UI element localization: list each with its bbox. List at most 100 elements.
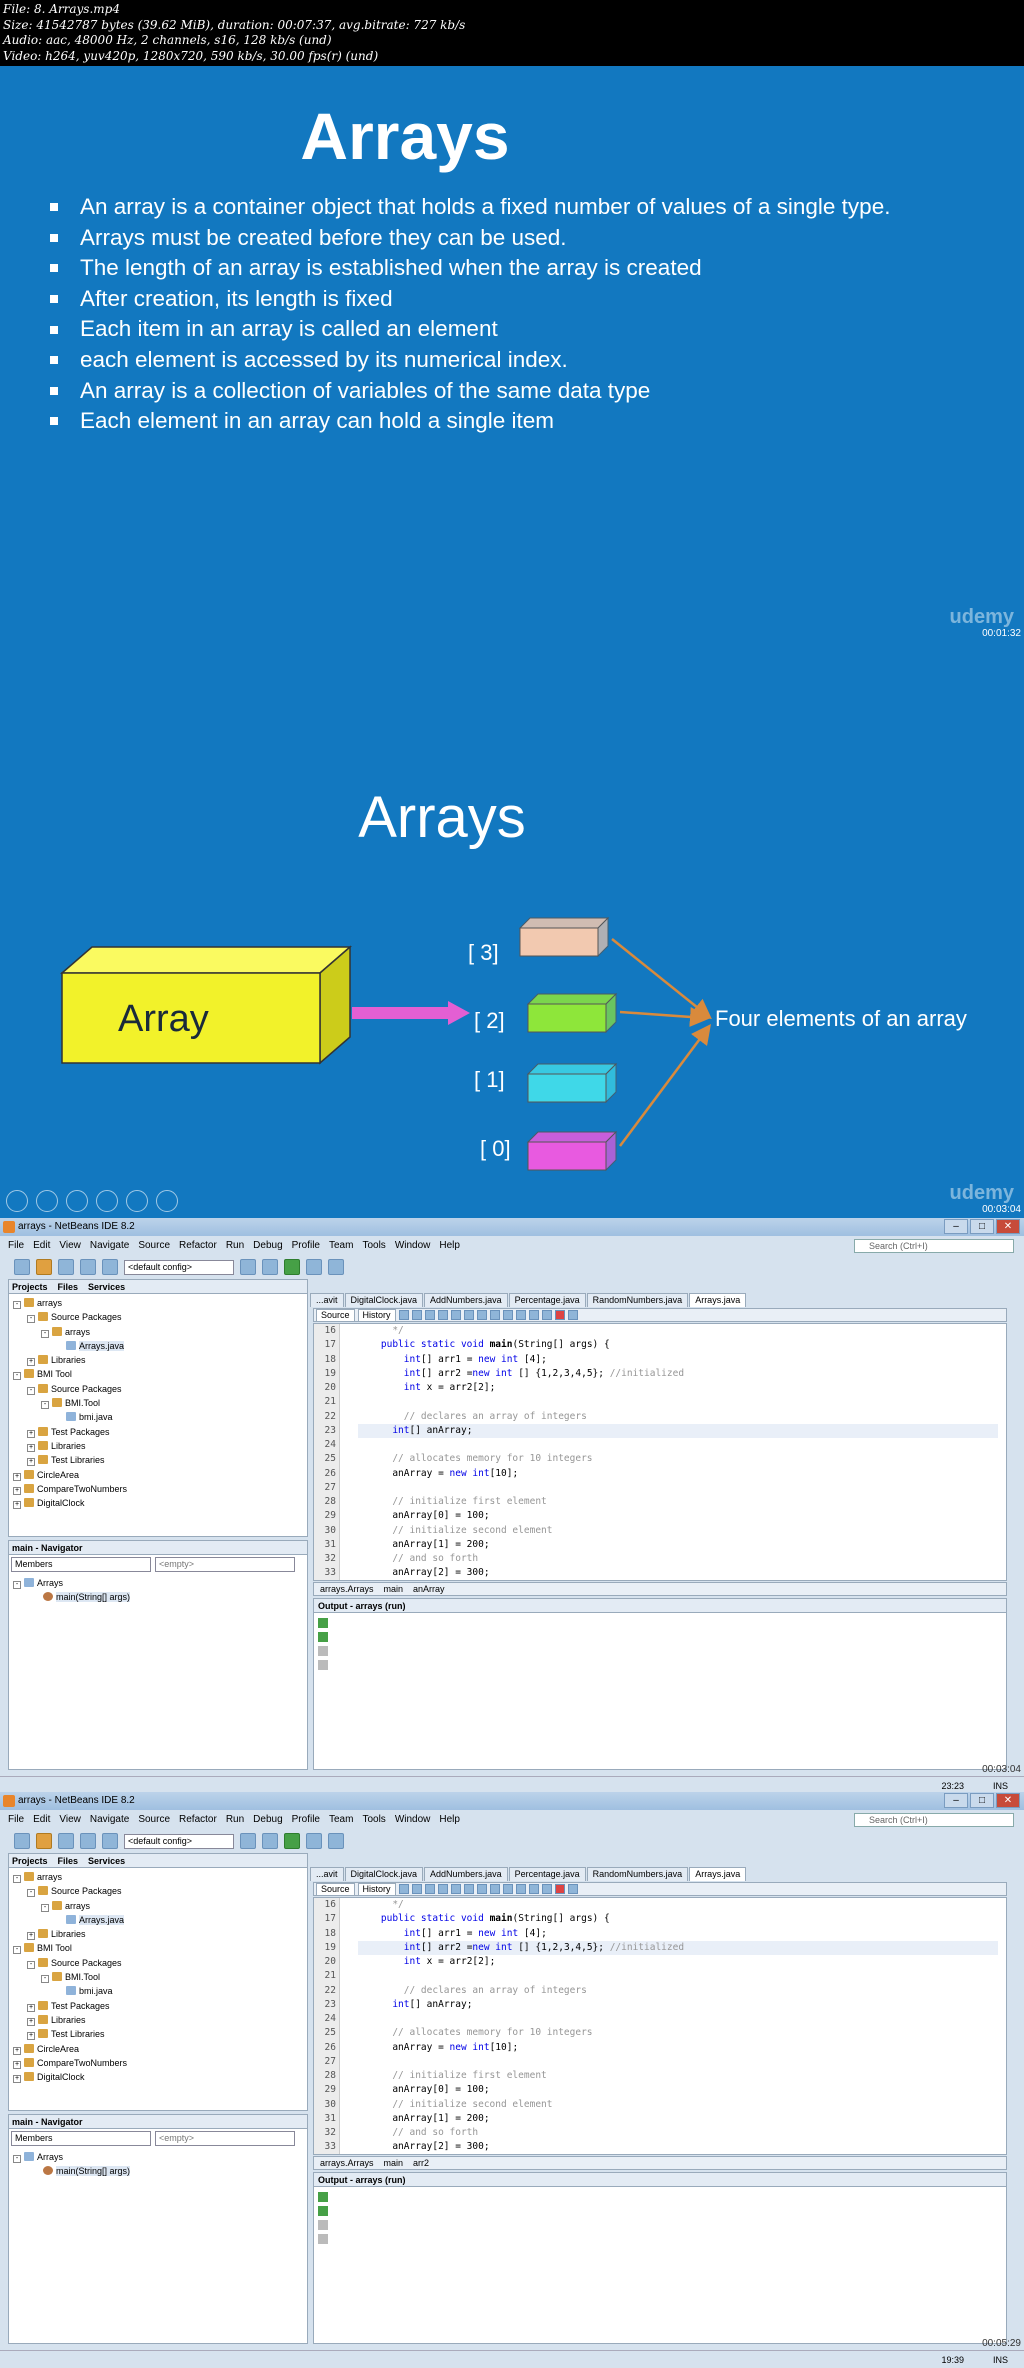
editor-tab[interactable]: AddNumbers.java [424,1867,508,1881]
tree-item[interactable]: -BMI.Tool [13,1970,303,1984]
editor-tab[interactable]: ...avit [310,1867,344,1881]
editor-tab[interactable]: Percentage.java [508,1293,586,1307]
code-line[interactable]: */ [358,1325,404,1336]
tree-item[interactable]: -Source Packages [13,1310,303,1324]
code-line[interactable]: anArray[1] = 200; [358,2112,490,2124]
pen-icon[interactable] [66,1190,88,1212]
expand-toggle-icon[interactable]: - [13,1946,21,1955]
search-input[interactable]: Search (Ctrl+I) [854,1813,1014,1827]
code-line[interactable]: // and so forth [392,1553,479,1564]
code-line[interactable]: int[] anArray; [392,1998,473,2010]
code-line[interactable]: anArray[1] = 200; [358,1538,490,1550]
tree-item[interactable]: -BMI Tool [13,1941,303,1955]
run-icon[interactable] [284,1259,300,1275]
menu-item[interactable]: Tools [362,1814,386,1825]
code-line[interactable]: // declares an array of integers [403,1410,587,1422]
navigator-method-item[interactable]: main(String[] args) [13,1590,303,1604]
code-line[interactable]: int x = arr2[2]; [403,1382,496,1393]
code-line[interactable]: // initialize first element [392,1496,547,1507]
history-button[interactable]: History [357,1308,396,1322]
code-line[interactable]: */ [358,1899,404,1910]
minimize-button[interactable]: – [944,1219,968,1234]
save-all-icon[interactable] [58,1259,74,1275]
tree-item[interactable]: -Source Packages [13,1956,303,1970]
menu-item[interactable]: Help [439,1240,460,1251]
expand-toggle-icon[interactable]: - [27,1889,35,1898]
undo-icon[interactable] [80,1259,96,1275]
maximize-button[interactable]: □ [970,1793,994,1808]
panel-tab[interactable]: Services [88,1856,126,1866]
settings-icon[interactable] [318,1660,328,1670]
slide-nav-controls[interactable] [6,1190,178,1212]
tree-item[interactable]: +Test Packages [27,2000,110,2012]
menu-item[interactable]: Refactor [179,1814,217,1825]
config-select[interactable]: <default config> [124,1833,234,1849]
settings-icon[interactable] [318,2234,328,2244]
menu-item[interactable]: Refactor [179,1240,217,1251]
save-all-icon[interactable] [58,1833,74,1849]
back-icon[interactable] [6,1190,28,1212]
expand-toggle-icon[interactable]: + [13,1486,21,1495]
build-icon[interactable] [240,1259,256,1275]
expand-toggle-icon[interactable]: + [27,1458,35,1467]
code-line[interactable]: // initialize second element [392,1524,553,1536]
new-project-icon[interactable] [14,1259,30,1275]
expand-toggle-icon[interactable]: - [41,1903,49,1912]
tree-item[interactable]: bmi.java [13,1410,303,1424]
code-line[interactable]: // and so forth [392,2127,479,2138]
tree-item[interactable]: +Libraries [27,2014,86,2026]
expand-toggle-icon[interactable]: - [27,1386,35,1395]
panel-tab[interactable]: Files [57,1856,79,1866]
code-line[interactable]: int[] arr1 = new int [4]; [403,1353,547,1365]
expand-toggle-icon[interactable]: - [27,1315,35,1324]
stop-icon[interactable] [318,2220,328,2230]
rerun-icon[interactable] [318,1618,328,1628]
expand-toggle-icon[interactable]: - [13,1301,21,1309]
zoom-icon[interactable] [126,1190,148,1212]
menu-item[interactable]: View [59,1814,81,1825]
source-button[interactable]: Source [316,1308,355,1322]
tree-item[interactable]: +Libraries [27,1355,86,1367]
code-line[interactable]: public static void main(String[] args) { [380,1339,610,1351]
tree-item[interactable]: +CircleArea [13,2043,80,2055]
expand-toggle-icon[interactable]: + [27,1429,35,1438]
menu-item[interactable]: File [8,1814,25,1825]
breadcrumb-item[interactable]: arrays.Arrays [320,2158,374,2168]
navigator-filter[interactable]: Members [11,1557,151,1572]
breadcrumb-item[interactable]: arr2 [413,2158,430,2168]
expand-toggle-icon[interactable]: + [13,2075,21,2084]
code-line[interactable]: anArray[0] = 100; [358,2084,490,2096]
navigator-scope[interactable]: <empty> [155,1557,295,1572]
menu-item[interactable]: View [59,1240,81,1251]
tree-item[interactable]: -Source Packages [13,1382,303,1396]
expand-toggle-icon[interactable]: + [27,2017,35,2026]
navigator-class-item[interactable]: -Arrays [13,2150,303,2164]
breadcrumb-item[interactable]: main [383,1584,404,1594]
code-line[interactable]: int[] anArray; [358,1423,998,1438]
tree-item[interactable]: +DigitalClock [13,1498,85,1510]
navigator-method-item[interactable]: main(String[] args) [13,2164,303,2178]
menu-item[interactable]: Window [394,1814,431,1825]
code-line[interactable]: // allocates memory for 10 integers [392,1453,593,1465]
menu-item[interactable]: Debug [253,1240,283,1251]
expand-toggle-icon[interactable]: + [27,1443,35,1452]
panel-tab[interactable]: Projects [12,1856,48,1866]
expand-toggle-icon[interactable]: - [13,1372,21,1381]
tree-item[interactable]: Arrays.java [13,1913,303,1927]
code-line[interactable]: anArray[2] = 300; [358,2141,490,2153]
expand-toggle-icon[interactable]: - [41,1329,49,1338]
rerun-params-icon[interactable] [318,2206,328,2216]
code-text[interactable]: */ public static void main(String[] args… [358,1898,998,2154]
expand-toggle-icon[interactable]: - [13,1875,21,1883]
menu-item[interactable]: Debug [253,1814,283,1825]
menu-item[interactable]: Help [439,1814,460,1825]
menu-item[interactable]: Navigate [89,1240,130,1251]
editor-tab[interactable]: AddNumbers.java [424,1293,508,1307]
tree-item[interactable]: bmi.java [13,1984,303,1998]
menu-item[interactable]: Edit [33,1240,51,1251]
menu-item[interactable]: Navigate [89,1814,130,1825]
tree-item[interactable]: +CompareTwoNumbers [13,2057,128,2069]
editor-tab[interactable]: ...avit [310,1293,344,1307]
